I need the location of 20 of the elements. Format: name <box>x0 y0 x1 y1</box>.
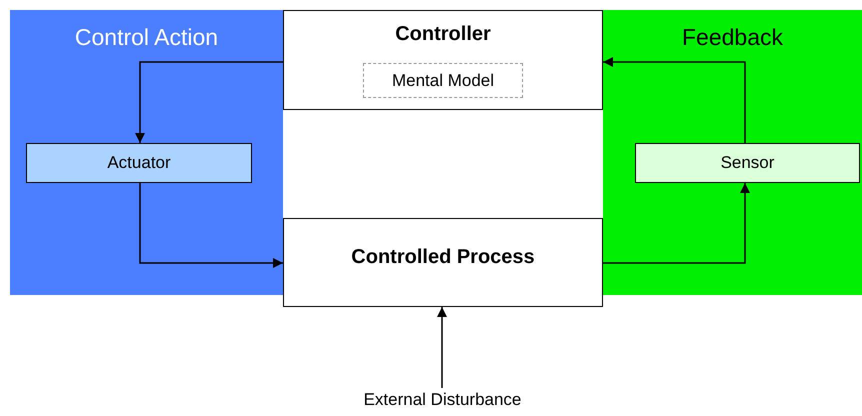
process-box <box>283 218 603 307</box>
arrow <box>139 183 283 268</box>
arrow <box>603 57 746 143</box>
node-label: Actuator <box>106 153 172 173</box>
node-label: Controlled Process <box>350 246 536 269</box>
node-label: Controller <box>394 23 492 46</box>
panel-title: Control Action <box>74 24 220 51</box>
arrow <box>603 183 750 264</box>
node-label: Sensor <box>720 153 776 173</box>
group-panel <box>603 10 862 295</box>
component-box <box>635 143 860 183</box>
arrow <box>135 61 283 143</box>
panel-title: Feedback <box>680 24 784 51</box>
disturbance-label: External Disturbance <box>362 390 522 410</box>
arrow <box>437 307 447 388</box>
component-box <box>26 143 252 183</box>
node-label: Mental Model <box>390 70 496 90</box>
model-box <box>363 63 523 98</box>
group-panel <box>10 10 283 295</box>
controller-box <box>283 10 603 110</box>
